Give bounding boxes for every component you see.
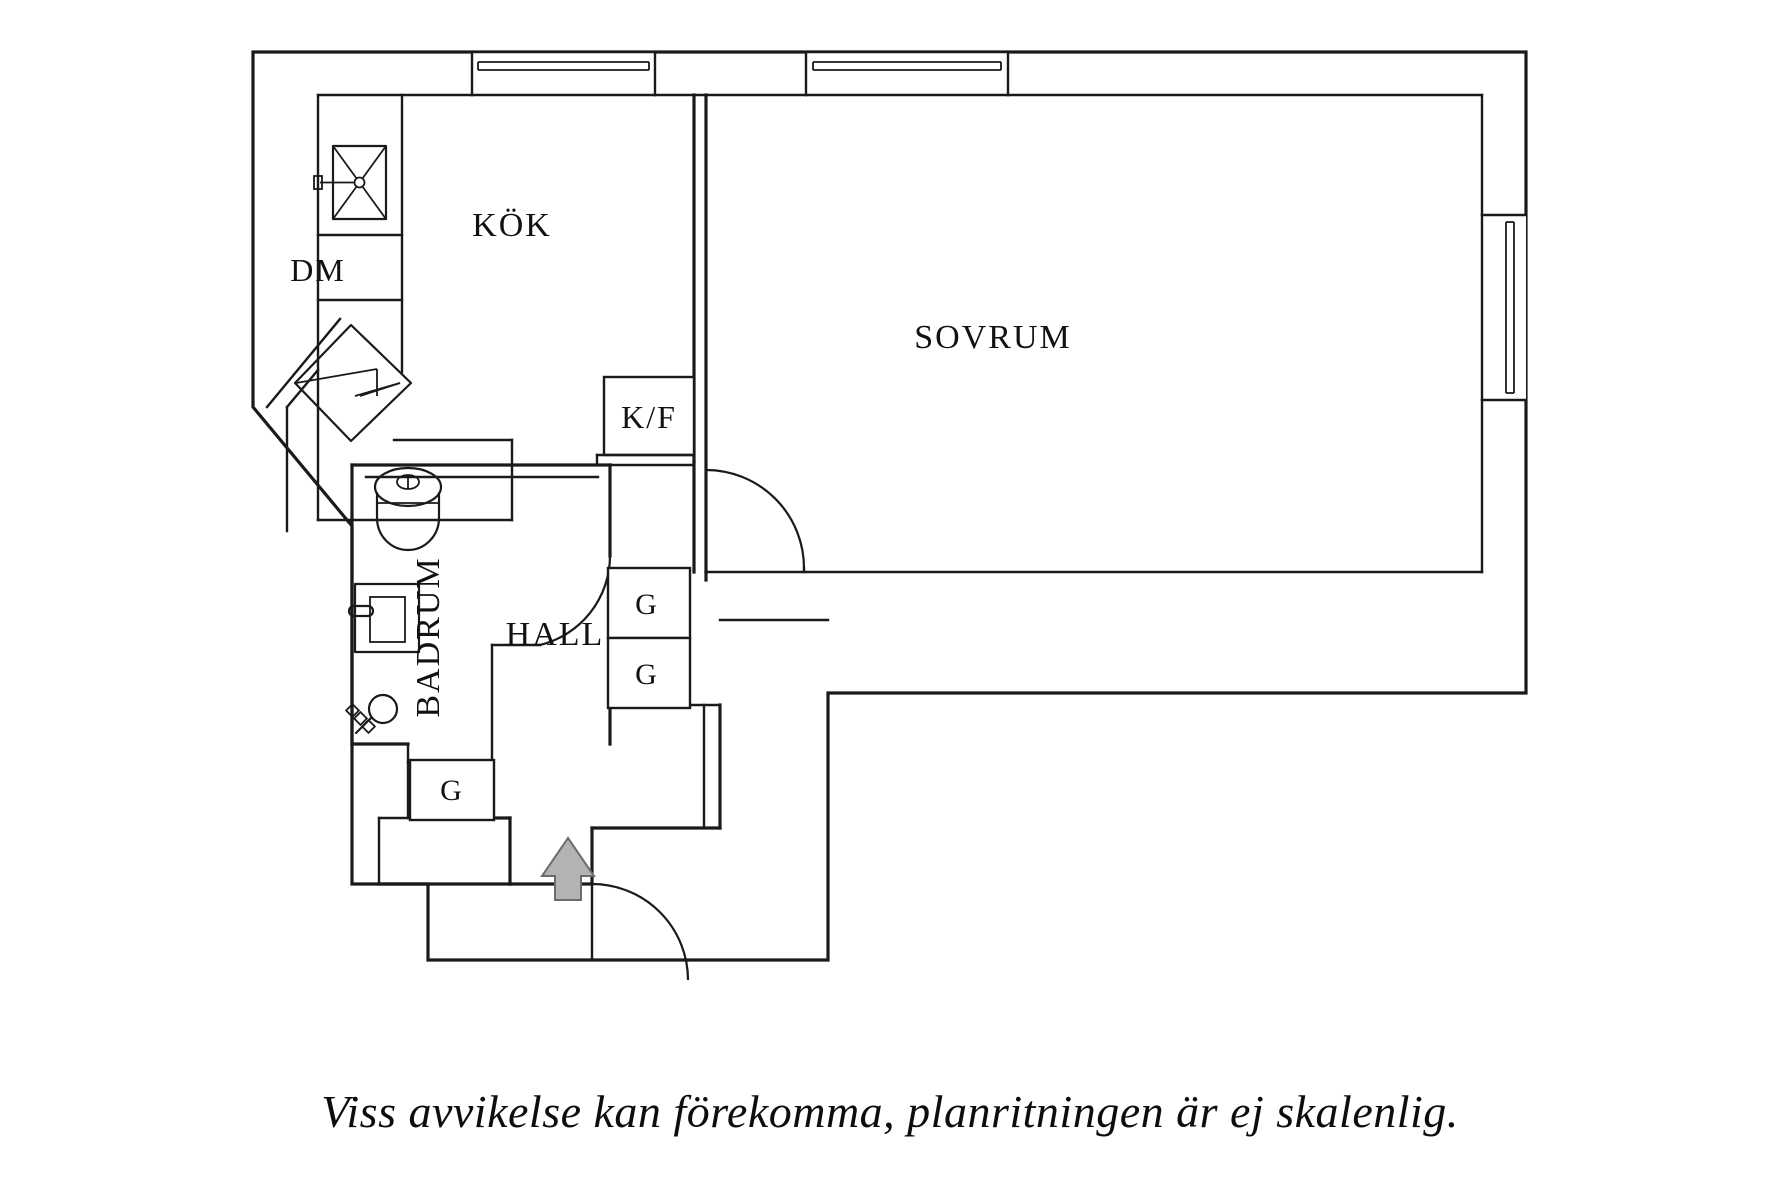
windows bbox=[470, 50, 1528, 402]
door-sovrum-icon bbox=[705, 468, 806, 574]
closet-labels: G G G bbox=[440, 588, 659, 807]
room-label-kok: KÖK bbox=[472, 207, 552, 244]
closet-label-g1: G bbox=[635, 588, 659, 621]
disclaimer-caption: Viss avvikelse kan förekomma, planritnin… bbox=[321, 1086, 1459, 1137]
bathroom-fixtures bbox=[344, 466, 443, 735]
shower-head-icon bbox=[344, 693, 399, 735]
appliance-boxes bbox=[408, 375, 696, 822]
closet-label-g2: G bbox=[635, 658, 659, 691]
closet-boxes-hall bbox=[606, 566, 692, 710]
closet-box-lower bbox=[408, 758, 496, 822]
appliance-labels: DM K/F bbox=[290, 252, 677, 435]
appliance-label-dm: DM bbox=[290, 252, 346, 288]
appliance-label-kf: K/F bbox=[621, 399, 677, 435]
window-top-left-icon bbox=[470, 50, 657, 97]
corner-stove-icon bbox=[293, 323, 413, 443]
room-label-sovrum: SOVRUM bbox=[914, 319, 1071, 356]
room-label-badrum: BADRUM bbox=[410, 556, 447, 717]
closet-label-g3: G bbox=[440, 774, 464, 807]
doors bbox=[490, 468, 806, 981]
room-labels: KÖK SOVRUM HALL BADRUM bbox=[410, 207, 1071, 718]
door-badrum-icon bbox=[490, 555, 612, 820]
window-right-icon bbox=[1480, 213, 1528, 402]
door-entry-icon bbox=[590, 882, 690, 981]
toilet-icon bbox=[373, 466, 443, 552]
kitchen-sink-icon bbox=[313, 144, 388, 221]
kitchen-fixtures bbox=[293, 144, 413, 443]
entry-arrow-icon bbox=[540, 836, 596, 901]
washbasin-icon bbox=[347, 582, 421, 654]
room-label-hall: HALL bbox=[506, 616, 605, 653]
window-top-right-icon bbox=[804, 50, 1010, 97]
exterior-walls bbox=[251, 50, 1528, 962]
kf-box bbox=[595, 375, 696, 467]
